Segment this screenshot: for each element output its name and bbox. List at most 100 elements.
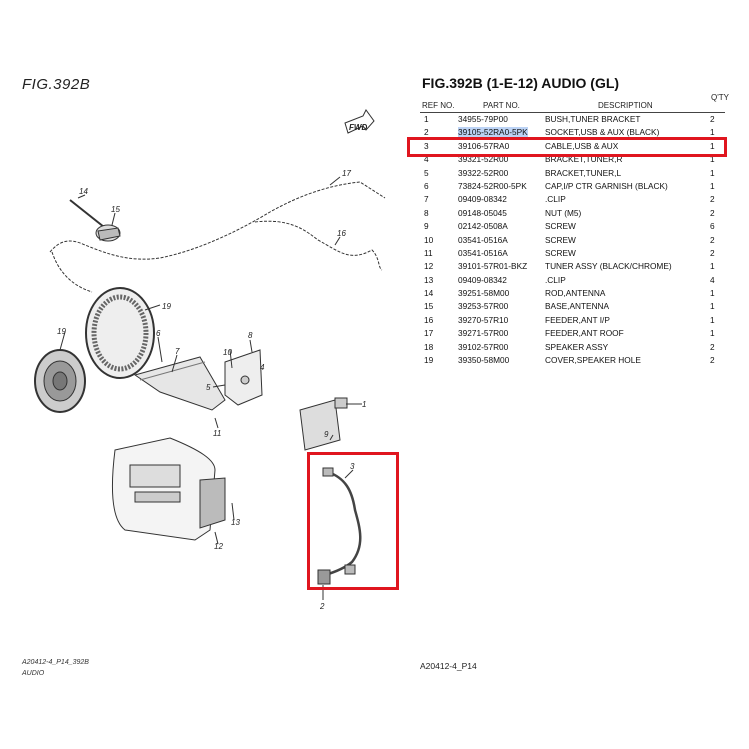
cell-desc: .CLIP	[545, 194, 566, 205]
cell-qty: 2	[710, 234, 715, 245]
callout-5: 5	[206, 383, 211, 392]
cell-qty: 1	[710, 301, 715, 312]
cell-desc: NUT (M5)	[545, 207, 582, 218]
cell-part: 39322-52R00	[458, 167, 509, 178]
cell-ref: 15	[424, 301, 434, 312]
cell-qty: 1	[710, 180, 715, 191]
speaker-cover	[85, 287, 155, 379]
cell-part: 03541-0516A	[458, 247, 508, 258]
cell-desc: BRACKET,TUNER,R	[545, 154, 623, 165]
roof-feeder-harness	[49, 181, 386, 260]
cell-part: 09409-08342	[458, 194, 507, 205]
callout-1: 1	[362, 400, 366, 409]
cell-qty: 1	[710, 328, 715, 339]
cell-qty: 2	[710, 114, 715, 124]
cell-qty: 2	[710, 194, 715, 205]
garnish-cap	[133, 356, 226, 411]
callout-11: 11	[213, 429, 221, 438]
table-row: 7 09409-08342 .CLIP 2	[420, 193, 725, 206]
cell-ref: 11	[424, 247, 433, 258]
antenna-rod	[69, 199, 105, 228]
cell-ref: 9	[424, 221, 429, 232]
cell-part: 39105-52RA0-5PK	[458, 127, 528, 138]
tuner-assy	[111, 437, 216, 541]
cell-qty: 2	[710, 207, 715, 218]
cell-qty: 2	[710, 247, 715, 258]
callout-2: 2	[319, 602, 325, 611]
callout-8: 8	[248, 331, 253, 340]
table-row: 5 39322-52R00 BRACKET,TUNER,L 1	[420, 167, 725, 180]
cell-part: 39270-57R10	[458, 314, 509, 325]
cell-ref: 3	[424, 140, 429, 151]
cell-ref: 6	[424, 180, 429, 191]
cell-desc: SCREW	[545, 221, 576, 232]
callout-10: 10	[223, 348, 232, 357]
cell-qty: 1	[710, 261, 715, 272]
table-header-row: REF NO. PART NO. DESCRIPTION	[420, 101, 725, 113]
cell-desc: COVER,SPEAKER HOLE	[545, 355, 641, 366]
cell-desc: .CLIP	[545, 274, 566, 285]
cell-ref: 5	[424, 167, 429, 178]
cell-ref: 7	[424, 194, 429, 205]
cell-part: 39321-52R00	[458, 154, 509, 165]
callout-19-speaker: 19	[57, 327, 66, 336]
table-row: 6 73824-52R00-5PK CAP,I/P CTR GARNISH (BLA…	[420, 180, 725, 193]
cell-ref: 16	[424, 314, 434, 325]
cell-part: 09148-05045	[458, 207, 507, 218]
callout-16: 16	[337, 229, 346, 238]
cell-qty: 1	[710, 314, 715, 325]
cell-desc: ROD,ANTENNA	[545, 288, 606, 299]
cell-desc: CAP,I/P CTR GARNISH (BLACK)	[545, 180, 668, 191]
qty-header: Q'TY	[711, 93, 729, 102]
cell-qty: 2	[710, 355, 715, 366]
col-desc-header: DESCRIPTION	[598, 101, 653, 110]
usb-aux-cable	[324, 470, 362, 577]
cell-part: 09409-08342	[458, 274, 507, 285]
cell-desc: SCREW	[545, 234, 576, 245]
callout-12: 12	[214, 542, 223, 551]
cell-qty: 1	[710, 127, 715, 138]
cell-ref: 17	[424, 328, 434, 339]
cell-part: 03541-0516A	[458, 234, 508, 245]
callout-9: 9	[324, 430, 329, 439]
callout-17: 17	[342, 169, 351, 178]
cell-desc: SCREW	[545, 247, 576, 258]
cell-qty: 1	[710, 167, 715, 178]
cell-qty: 1	[710, 288, 715, 299]
cell-qty: 6	[710, 221, 715, 232]
cell-desc: BRACKET,TUNER,L	[545, 167, 622, 178]
cell-part: 39102-57R00	[458, 341, 509, 352]
col-ref-header: REF NO.	[422, 101, 455, 110]
cell-desc: FEEDER,ANT I/P	[545, 314, 610, 325]
table-title: FIG.392B (1-E-12) AUDIO (GL)	[422, 75, 620, 91]
highlight-box-cable	[307, 452, 399, 590]
figure-label: FIG.392B	[22, 76, 91, 93]
cell-desc: CABLE,USB & AUX	[545, 140, 619, 151]
cell-part: 39350-58M00	[458, 355, 510, 366]
callout-19-cover: 19	[162, 302, 171, 311]
fwd-label: FWD	[349, 123, 367, 132]
col-part-header: PART NO.	[483, 101, 520, 110]
cell-part: 39101-57R01-BKZ	[458, 261, 528, 272]
cell-desc: TUNER ASSY (BLACK/CHROME)	[545, 261, 672, 272]
cell-ref: 14	[424, 288, 434, 299]
cell-ref: 8	[424, 207, 429, 218]
cell-ref: 2	[424, 127, 429, 138]
cell-part: 39106-57RA0	[458, 140, 510, 151]
table-row: 8 09148-05045 NUT (M5) 2	[420, 207, 725, 220]
cell-part: 73824-52R00-5PK	[458, 180, 527, 191]
cell-ref: 18	[424, 341, 434, 352]
cell-qty: 1	[710, 154, 715, 165]
cell-qty: 4	[710, 274, 715, 285]
ip-feeder-harness	[254, 220, 383, 271]
cell-part: 39251-58M00	[458, 288, 510, 299]
